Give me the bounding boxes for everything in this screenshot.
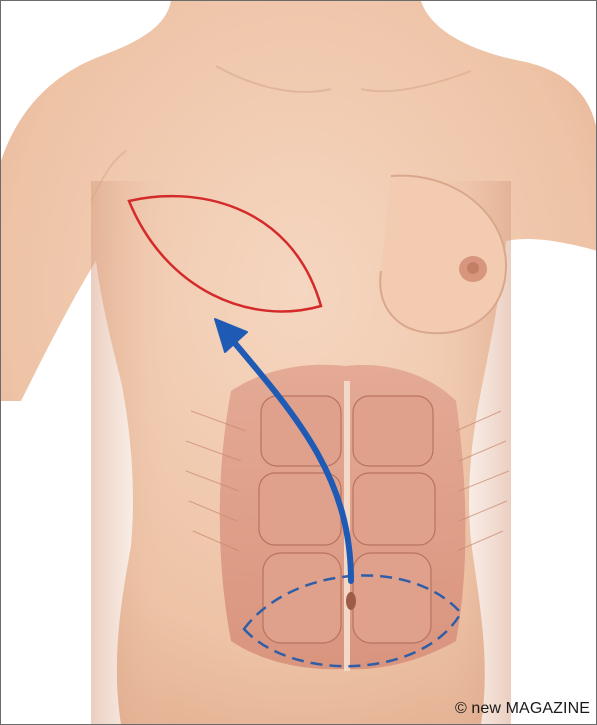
navel bbox=[346, 592, 356, 610]
nipple bbox=[467, 262, 479, 274]
image-credit: © new MAGAZINE bbox=[455, 700, 590, 718]
